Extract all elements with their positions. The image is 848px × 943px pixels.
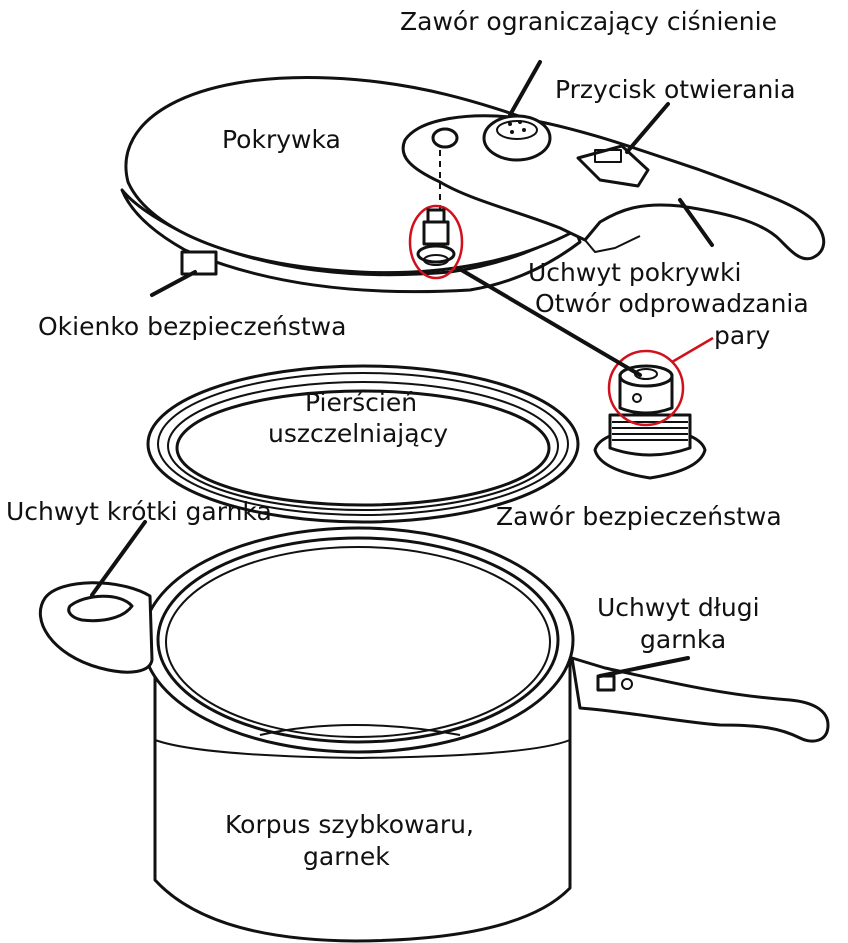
label-sealing-ring: Pierścień	[305, 388, 417, 417]
label-lid: Pokrywka	[222, 125, 341, 154]
label-sealing-ring-2: uszczelniający	[268, 419, 448, 448]
pot	[40, 528, 828, 941]
safety-valve	[595, 351, 705, 478]
label-lid-handle: Uchwyt pokrywki	[528, 258, 741, 287]
label-pressure-valve: Zawór ograniczający ciśnienie	[400, 7, 777, 36]
label-long-handle: Uchwyt długi	[597, 593, 760, 622]
label-pot-body: Korpus szybkowaru,	[225, 810, 474, 839]
label-safety-valve: Zawór bezpieczeństwa	[496, 502, 782, 531]
label-long-handle-2: garnka	[640, 625, 726, 654]
label-short-handle: Uchwyt krótki garnka	[6, 497, 272, 526]
label-steam-vent: Otwór odprowadzania	[535, 289, 809, 318]
label-pot-body-2: garnek	[303, 842, 390, 871]
label-safety-window: Okienko bezpieczeństwa	[38, 312, 346, 341]
label-steam-vent-2: pary	[714, 321, 770, 350]
label-open-button: Przycisk otwierania	[555, 75, 796, 104]
